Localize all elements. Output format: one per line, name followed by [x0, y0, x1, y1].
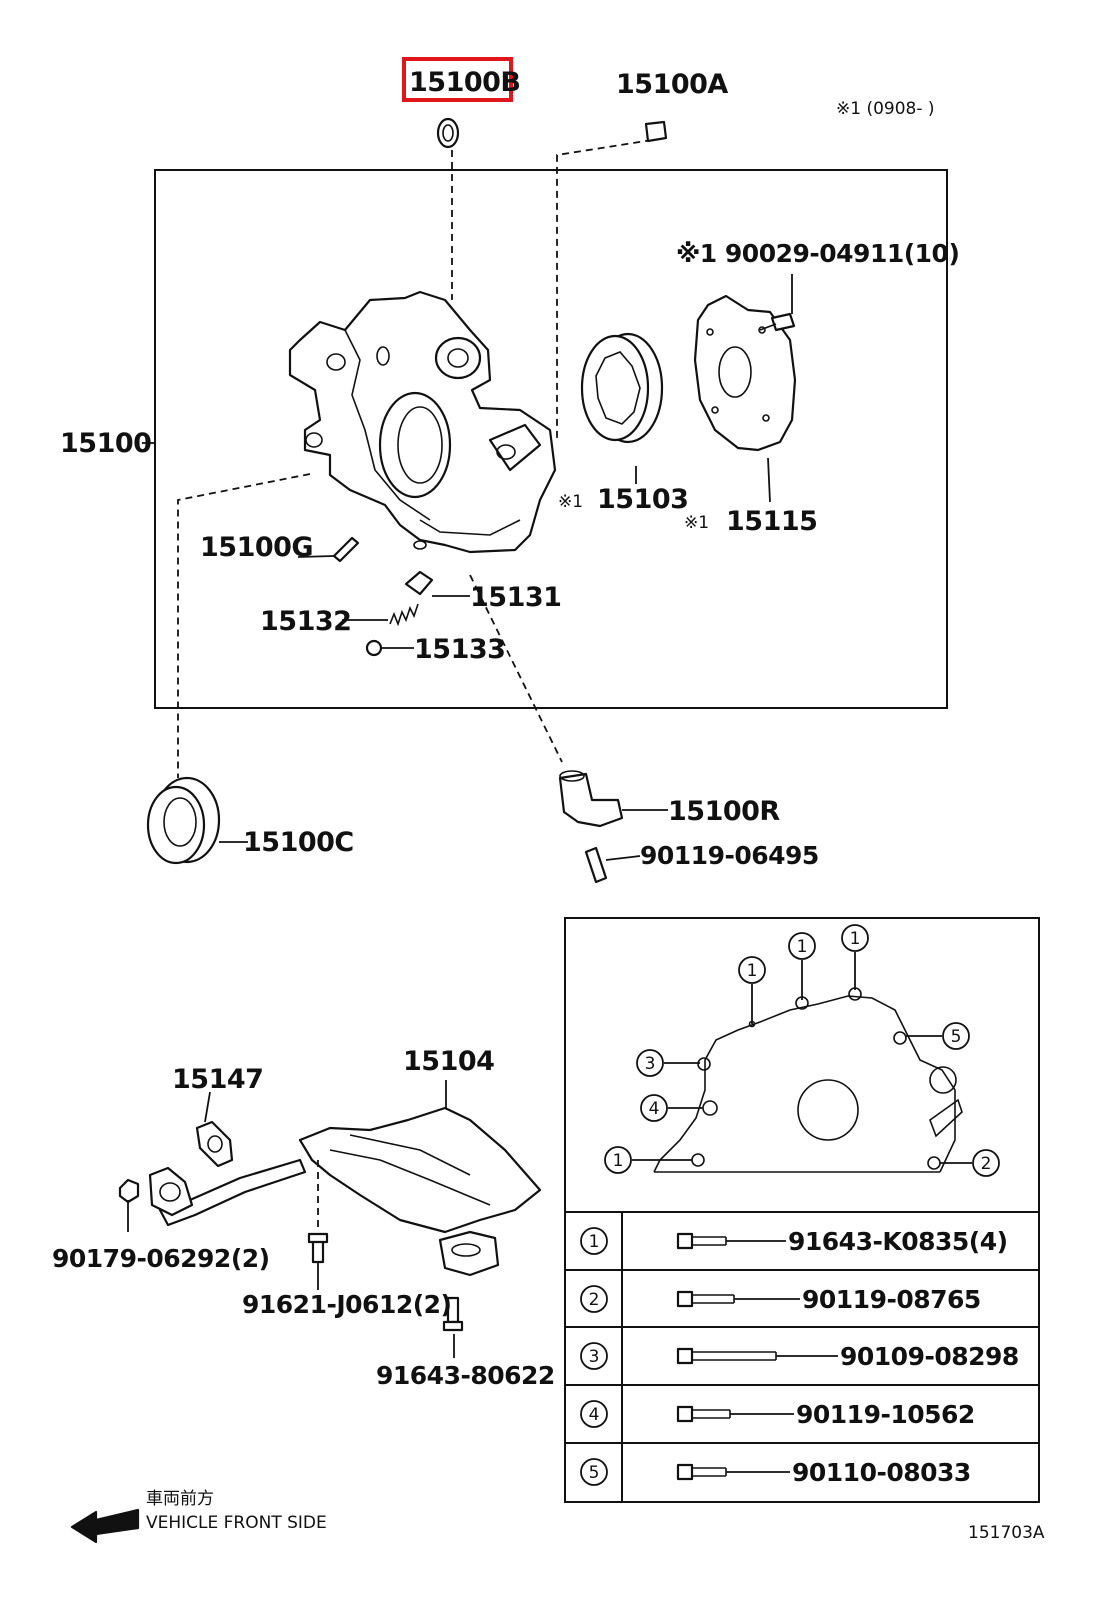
- label-15100B[interactable]: 15100B: [409, 67, 521, 98]
- plug-15133[interactable]: [365, 639, 383, 657]
- label-90119-06495[interactable]: 90119-06495: [640, 841, 819, 870]
- diagram-code: 151703A: [968, 1523, 1045, 1543]
- bolt-row-part: 90109-08298: [840, 1342, 1019, 1371]
- oil-pump-body-15100[interactable]: [288, 290, 557, 554]
- marker-label: 1: [747, 961, 758, 981]
- label-15147[interactable]: 15147: [172, 1064, 264, 1095]
- label-15100G[interactable]: 15100G: [200, 532, 314, 563]
- bolt-table: 1 91643-K0835(4) 2 90119-08765 3 90109-0…: [565, 1211, 1039, 1502]
- vehicle-front-arrow-icon: [70, 1508, 140, 1544]
- marker-label: 4: [649, 1099, 660, 1119]
- bolt-row-num: 1: [589, 1232, 600, 1252]
- bolt-row-3[interactable]: 3 90109-08298: [580, 1342, 1019, 1371]
- bolt-row-part: 90119-10562: [796, 1400, 975, 1429]
- spring-15132[interactable]: [389, 603, 419, 627]
- bolt-row-part: 91643-K0835(4): [788, 1227, 1008, 1256]
- relief-valve-15131[interactable]: [404, 570, 434, 596]
- gasket-ring-15100B[interactable]: [436, 117, 460, 149]
- stud-15100G[interactable]: [332, 536, 360, 563]
- rotor-15103[interactable]: [580, 332, 664, 444]
- oil-seal-15100C[interactable]: [146, 776, 221, 865]
- marker-label: 1: [797, 937, 808, 957]
- bolt-row-num: 5: [589, 1463, 600, 1483]
- sensor-15100R[interactable]: [558, 770, 624, 828]
- label-15103[interactable]: 15103: [597, 484, 689, 515]
- guide-15100C: [177, 473, 311, 778]
- bolt-row-2[interactable]: 2 90119-08765: [580, 1285, 981, 1314]
- nut-90179-06292[interactable]: [118, 1178, 140, 1204]
- label-15100C[interactable]: 15100C: [243, 827, 354, 858]
- bolt-row-num: 2: [589, 1290, 600, 1310]
- note-range: ※1 (0908- ): [836, 99, 935, 119]
- bolt-location-frame: [564, 917, 1040, 1503]
- highlight-15100B: [402, 57, 513, 102]
- cover-plate-15115[interactable]: [693, 294, 797, 452]
- marker-label: 1: [850, 929, 861, 949]
- gasket-ring-15100B-inner: [442, 124, 454, 142]
- label-15131[interactable]: 15131: [470, 582, 562, 613]
- label-15104[interactable]: 15104: [403, 1046, 495, 1077]
- mark-15103: ※1: [558, 492, 583, 512]
- bolt-row-part: 90119-08765: [802, 1285, 981, 1314]
- label-15133[interactable]: 15133: [414, 634, 506, 665]
- bolt-row-5[interactable]: 5 90110-08033: [580, 1458, 971, 1487]
- label-15115[interactable]: 15115: [726, 506, 818, 537]
- bolt-91621-J0612[interactable]: [311, 1238, 325, 1264]
- marker-label: 2: [981, 1154, 992, 1174]
- marker-label: 1: [613, 1151, 624, 1171]
- screw-90029-04911[interactable]: [759, 312, 796, 332]
- gasket-15147[interactable]: [195, 1120, 234, 1168]
- marker-label: 5: [951, 1027, 962, 1047]
- direction-en: VEHICLE FRONT SIDE: [146, 1513, 327, 1533]
- bolt-row-4[interactable]: 4 90119-10562: [580, 1400, 975, 1429]
- oil-pipe[interactable]: [148, 1158, 307, 1227]
- label-15100[interactable]: 15100: [60, 428, 152, 459]
- oil-pump-group-frame: [154, 169, 948, 709]
- marker-label: 3: [645, 1054, 656, 1074]
- label-15100R[interactable]: 15100R: [668, 796, 781, 827]
- label-90029[interactable]: ※1 90029-04911(10): [676, 239, 960, 268]
- bolt-position-markers: 1 1 1 1 2 3 4 5: [604, 924, 1000, 1177]
- mark-15115: ※1: [684, 513, 709, 533]
- bolt-row-num: 4: [589, 1405, 600, 1425]
- bolt-row-num: 3: [589, 1347, 600, 1367]
- label-15132[interactable]: 15132: [260, 606, 352, 637]
- bolt-row-part: 90110-08033: [792, 1458, 971, 1487]
- dowel-pin-15100A[interactable]: [644, 120, 668, 143]
- label-15100A[interactable]: 15100A: [616, 69, 729, 100]
- bolt-90119-06495[interactable]: [584, 846, 608, 884]
- guide-15100A: [556, 139, 653, 440]
- bolt-row-1[interactable]: 1 91643-K0835(4): [580, 1227, 1008, 1256]
- oil-strainer-15104[interactable]: [298, 1106, 542, 1277]
- bolt-location-diagram: [632, 952, 972, 1173]
- label-90179[interactable]: 90179-06292(2): [52, 1244, 270, 1273]
- label-91621[interactable]: 91621-J0612(2): [242, 1290, 452, 1319]
- direction-jp: 車両前方: [146, 1489, 214, 1509]
- label-91643-80622[interactable]: 91643-80622: [376, 1361, 555, 1390]
- guide-15100R: [469, 574, 563, 763]
